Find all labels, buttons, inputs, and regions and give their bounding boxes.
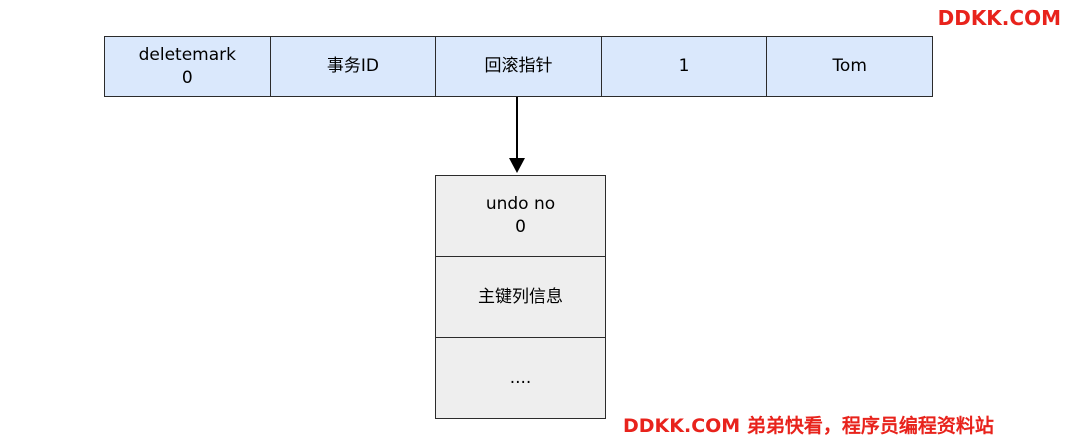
record-cell-transaction-id: 事务ID [269,37,436,96]
undo-log-record: undo no 0 主键列信息 .... [435,175,606,419]
record-cell-rollback-pointer-label: 回滚指针 [484,56,553,76]
record-cell-transaction-id-label: 事务ID [326,56,379,76]
undo-cell-undo-no-value: 0 [515,217,526,237]
record-cell-rollback-pointer: 回滚指针 [435,37,601,96]
record-cell-name-value-label: Tom [832,56,867,76]
undo-cell-primary-key-info: 主键列信息 [436,256,605,337]
record-row: deletemark 0 事务ID 回滚指针 1 Tom [104,36,933,97]
record-cell-deletemark-value: 0 [181,67,193,88]
record-cell-id-value: 1 [600,37,767,96]
watermark-bottom: DDKK.COM 弟弟快看，程序员编程资料站 [623,415,994,437]
undo-cell-ellipsis: .... [436,337,605,418]
undo-cell-undo-no-label: undo no [485,194,556,214]
undo-cell-primary-key-info-label: 主键列信息 [478,286,563,307]
record-cell-id-value-label: 1 [678,56,690,76]
record-cell-deletemark: deletemark 0 [105,37,270,96]
record-cell-name-value: Tom [766,37,932,96]
undo-cell-undo-no: undo no 0 [436,176,605,256]
arrow-head [509,158,525,173]
watermark-top: DDKK.COM [937,6,1061,30]
record-cell-deletemark-label: deletemark [138,44,236,65]
undo-cell-ellipsis-label: .... [509,367,532,388]
